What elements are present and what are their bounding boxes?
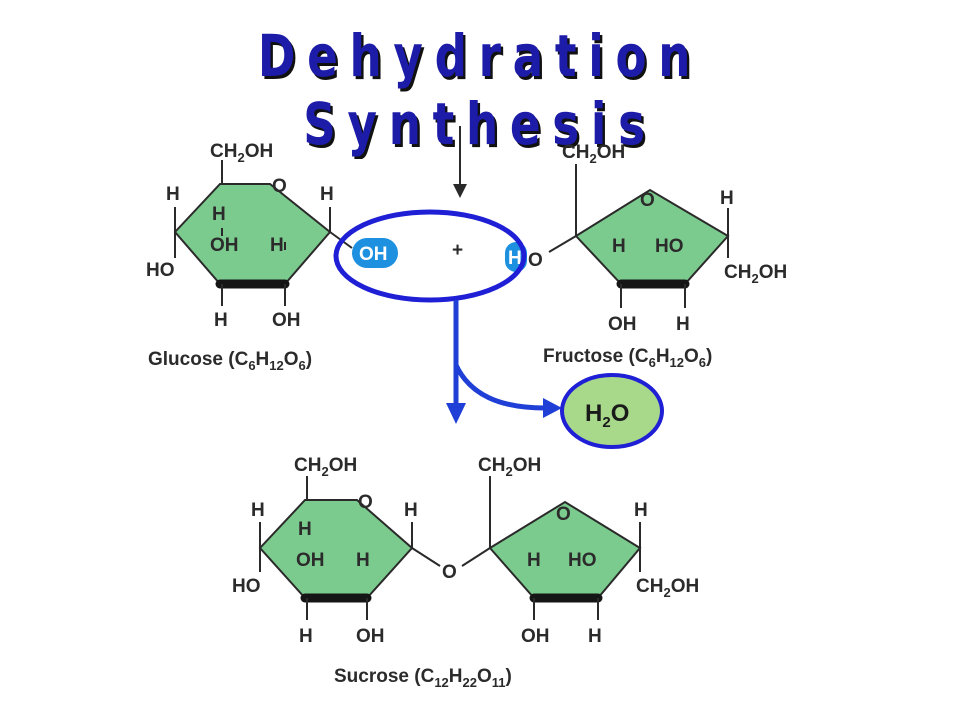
- glucose-h-right: H: [320, 184, 334, 205]
- glucose-ho-left: HO: [146, 260, 175, 281]
- glucose-name: Glucose (C6H12O6): [148, 349, 312, 373]
- glucose-oh-bottom: OH: [272, 310, 301, 331]
- glucose-h-left: H: [166, 184, 180, 205]
- fructose-h-inner: H: [612, 236, 626, 257]
- fructose-h-bottom: H: [676, 314, 690, 335]
- glucose-ch2oh: CH2OH: [210, 141, 273, 165]
- fructose-ring: [574, 188, 730, 285]
- water-release-arrows: [446, 300, 562, 424]
- sucrose-glucose-ho-left: HO: [232, 576, 261, 597]
- sucrose-glucose-h-left: H: [251, 500, 265, 521]
- glucose-h-inner: H: [212, 204, 226, 225]
- sucrose-glucose-ring: [258, 499, 414, 599]
- fructose-ch2oh: CH2OH: [562, 142, 625, 166]
- sucrose-glucose-ring-oxygen: O: [358, 492, 373, 513]
- sucrose-fructose-ring-oxygen: O: [556, 504, 571, 525]
- sucrose-glucose-h-right: H: [404, 500, 418, 521]
- page-title: Dehydration Synthesis: [257, 22, 703, 158]
- sucrose-glucose-h-inner: H: [298, 519, 312, 540]
- glucose-h-bottom: H: [214, 310, 228, 331]
- sucrose-fructose-h-right: H: [634, 500, 648, 521]
- glucose-h-inner2: H: [270, 235, 284, 256]
- sucrose-fructose-ch2oh-right: CH2OH: [636, 576, 699, 600]
- water-label: H2O: [585, 400, 629, 431]
- sucrose-glucose-ch2oh: CH2OH: [294, 455, 357, 479]
- sucrose-fructose-h-bottom: H: [588, 626, 602, 647]
- water-bubble: [560, 373, 664, 449]
- sucrose-name: Sucrose (C12H22O11): [334, 666, 512, 690]
- sucrose-fructose-ho-inner: HO: [568, 550, 597, 571]
- sucrose-glucose-h-bottom: H: [299, 626, 313, 647]
- glucose-ring: [173, 183, 332, 285]
- highlight-oh-label: OH: [359, 244, 388, 265]
- glucose-oh-inner: OH: [210, 235, 239, 256]
- glucose-ring-oxygen: O: [272, 176, 287, 197]
- sucrose-bridge-oxygen: O: [442, 562, 457, 583]
- fructose-h-right: H: [720, 188, 734, 209]
- plus-sign: +: [452, 240, 463, 261]
- sucrose-glucose-oh-inner: OH: [296, 550, 325, 571]
- sucrose-fructose-oh-bottom: OH: [521, 626, 550, 647]
- sucrose-fructose-ring: [488, 500, 642, 599]
- water-arrow-head: [543, 398, 562, 418]
- product-arrow-head: [446, 403, 466, 424]
- water-arrow-curve: [453, 363, 546, 411]
- fructose-ring-oxygen: O: [640, 190, 655, 211]
- highlight-oh: [352, 238, 398, 268]
- sucrose-fructose-h-inner: H: [527, 550, 541, 571]
- fructose-link-oxygen: O: [528, 250, 543, 271]
- removed-groups-circle: [333, 209, 527, 303]
- reaction-arrow-head: [453, 184, 467, 198]
- sucrose-glucose-h-inner2: H: [356, 550, 370, 571]
- glucose-molecule: CH2OH O H H H OH H HO H OH Glucose (C6H1…: [146, 141, 353, 373]
- fructose-name: Fructose (C6H12O6): [543, 346, 712, 370]
- sucrose-fructose-ch2oh: CH2OH: [478, 455, 541, 479]
- highlight-h-label: H: [508, 248, 522, 269]
- sucrose-glucose-oh-bottom: OH: [356, 626, 385, 647]
- fructose-ho-inner: HO: [655, 236, 684, 257]
- fructose-ch2oh-right: CH2OH: [724, 262, 787, 286]
- fructose-molecule: CH2OH O H H HO CH2OH OH H O Fructose (C6…: [528, 142, 787, 370]
- sucrose-molecule: CH2OH O H H H OH H HO H OH O CH2OH O H H…: [232, 455, 699, 690]
- fructose-oh-bottom: OH: [608, 314, 637, 335]
